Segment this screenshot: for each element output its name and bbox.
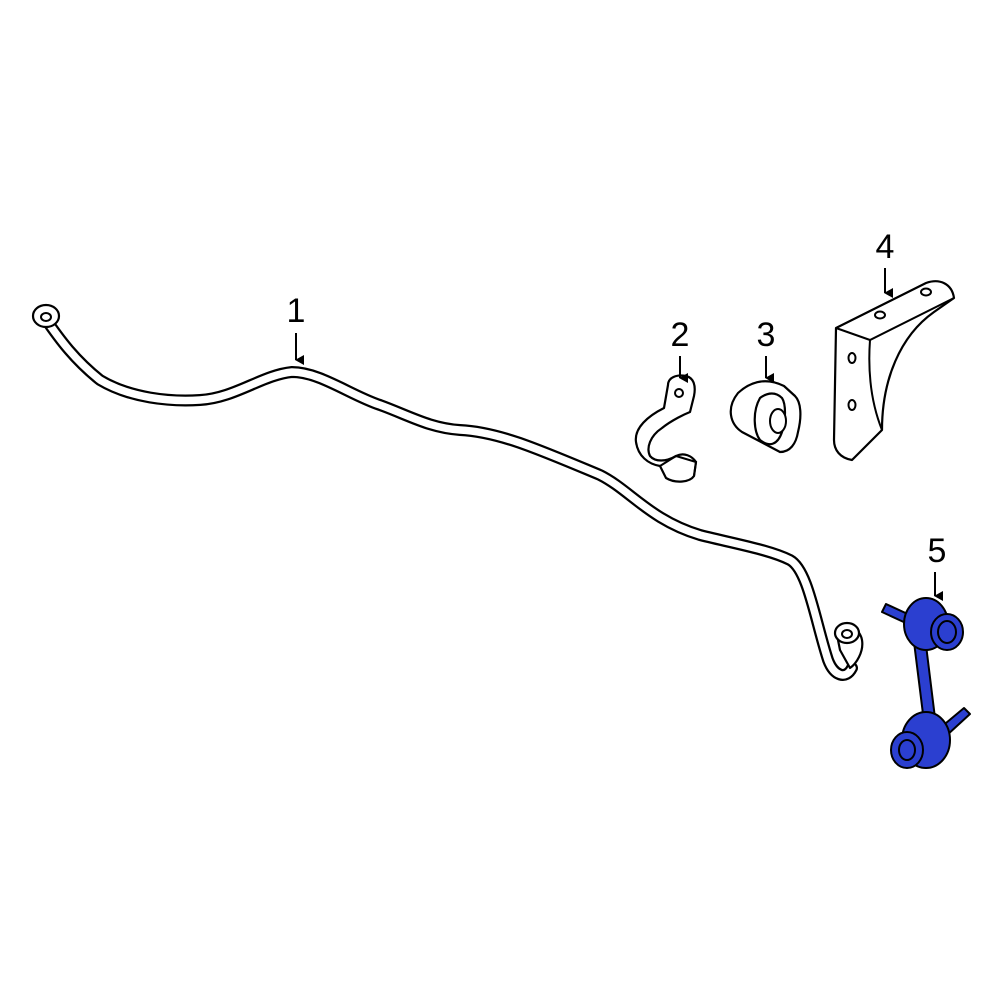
callout-1-label: 1 [287,292,306,330]
bushing[interactable] [729,380,802,454]
stabilizer-link[interactable] [881,597,971,769]
callout-2-label: 2 [671,316,690,354]
mount-bracket[interactable] [832,280,956,462]
callout-4: 4 [876,228,895,298]
callout-1: 1 [287,292,306,365]
callout-3-label: 3 [757,316,776,354]
callout-3: 3 [757,316,776,383]
callout-5-label: 5 [928,532,947,570]
stabilizer-bar[interactable] [31,303,864,681]
callout-4-label: 4 [876,228,895,266]
callout-5: 5 [928,532,947,601]
callout-2: 2 [671,316,690,383]
bushing-bracket[interactable] [634,374,698,483]
